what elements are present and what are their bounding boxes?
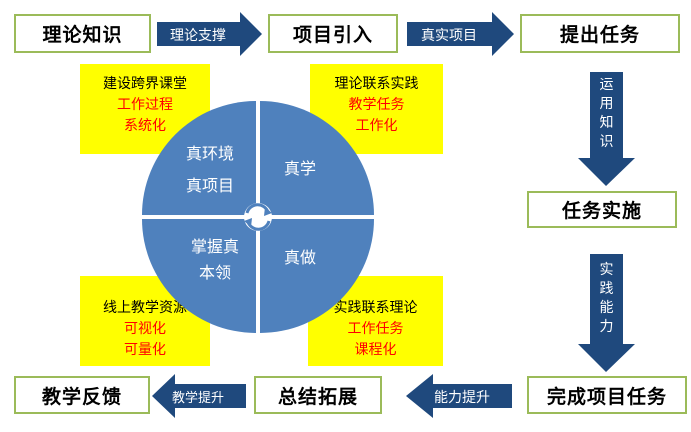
- box-propose-task-label: 提出任务: [559, 24, 640, 46]
- arrow-teaching-up-label: 教学提升: [172, 391, 225, 406]
- box-summary: 总结拓展: [254, 376, 382, 414]
- arrow-ability-up: [406, 374, 512, 418]
- box-task-impl-label: 任务实施: [561, 200, 642, 222]
- quadrant-top-right-line1: 真学: [283, 159, 316, 178]
- quadrant-bottom-right-line1: 真做: [283, 248, 316, 267]
- apply-knowledge-char: 用: [599, 96, 614, 112]
- note-bottom-right-line2: 工作任务: [347, 321, 404, 337]
- note-top-left-line1: 建设跨界课堂: [103, 76, 187, 92]
- box-propose-task: 提出任务: [520, 14, 680, 53]
- quadrant-bottom-left-line1: 掌握真: [190, 237, 239, 256]
- practice-ability-char: 力: [599, 319, 614, 335]
- box-project-intro: 项目引入: [268, 14, 398, 53]
- arrow-real-project: [407, 12, 514, 56]
- arrow-theory-support: [157, 12, 262, 56]
- practice-ability-char: 实: [599, 262, 614, 278]
- note-bottom-left-line3: 可量化: [124, 342, 166, 358]
- box-summary-label: 总结拓展: [277, 385, 358, 408]
- arrow-practice-ability: [578, 254, 635, 372]
- arrow-apply-knowledge: [578, 72, 635, 186]
- note-bottom-right-line1: 实践联系理论: [333, 300, 418, 316]
- box-theory-knowledge-label: 理论知识: [42, 24, 123, 46]
- circle-quadrant-top-right: [260, 101, 374, 215]
- box-feedback-label: 教学反馈: [41, 385, 122, 408]
- circle-quadrant-bottom-left: [142, 219, 256, 333]
- box-feedback: 教学反馈: [14, 376, 150, 414]
- arrow-practice-ability-label: 实 践 能 力: [598, 261, 615, 337]
- quadrant-bottom-right-text: 真做: [270, 245, 330, 271]
- quadrant-bottom-left-line2: 本领: [198, 263, 231, 282]
- arrow-apply-knowledge-label: 运 用 知 识: [598, 76, 615, 152]
- note-top-right-line1: 理论联系实践: [334, 76, 419, 92]
- note-top-left-line3: 系统化: [124, 118, 166, 134]
- arrow-theory-support-label: 理论支撑: [170, 28, 226, 44]
- note-top-right-line3: 工作化: [355, 118, 398, 134]
- practice-ability-char: 践: [599, 281, 614, 297]
- box-task-impl: 任务实施: [527, 191, 677, 228]
- apply-knowledge-char: 知: [599, 115, 614, 131]
- quadrant-top-left-text: 真环境 真项目: [170, 141, 250, 199]
- note-bottom-right-line3: 课程化: [354, 342, 397, 358]
- note-top-right-line2: 教学任务: [348, 97, 405, 113]
- apply-knowledge-char: 运: [599, 77, 614, 93]
- quadrant-top-right-text: 真学: [270, 156, 330, 182]
- note-bottom-left-line1: 线上教学资源: [103, 300, 187, 316]
- circle-quadrant-bottom-right: [260, 219, 374, 333]
- arrow-teaching-up: [152, 374, 246, 418]
- box-project-intro-label: 项目引入: [292, 24, 373, 46]
- quadrant-bottom-left-text: 掌握真 本领: [175, 234, 255, 286]
- apply-knowledge-char: 识: [599, 134, 614, 150]
- cycle-arrows-icon: [244, 203, 272, 231]
- arrow-real-project-label: 真实项目: [421, 28, 477, 44]
- practice-ability-char: 能: [599, 300, 614, 316]
- note-bottom-left-line2: 可视化: [124, 321, 166, 337]
- note-bottom-left: 线上教学资源 可视化 可量化: [80, 276, 210, 366]
- quadrant-top-left-line1: 真环境: [185, 144, 234, 163]
- circle-quadrant-top-left: [142, 101, 256, 215]
- box-complete-task: 完成项目任务: [527, 376, 687, 414]
- box-complete-task-label: 完成项目任务: [546, 385, 667, 408]
- arrow-ability-up-label: 能力提升: [434, 390, 490, 406]
- quadrant-top-left-line2: 真项目: [185, 176, 234, 195]
- box-theory-knowledge: 理论知识: [14, 14, 151, 53]
- note-top-left-line2: 工作过程: [117, 97, 173, 113]
